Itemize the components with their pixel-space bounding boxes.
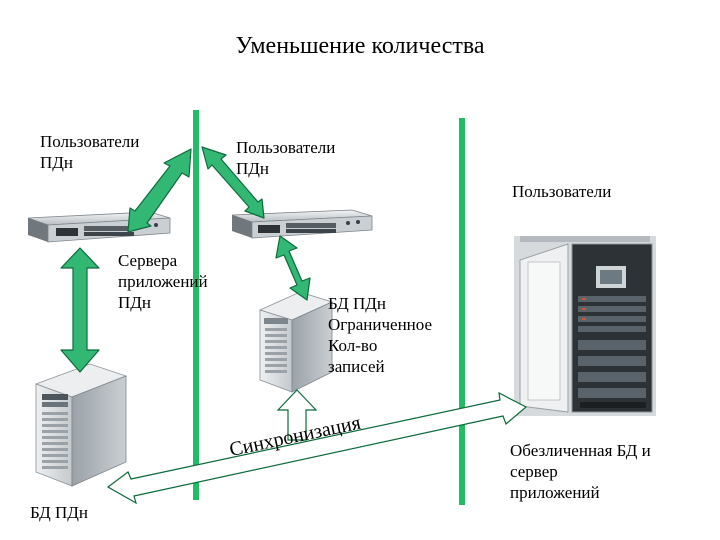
diagram-title: Уменьшение количества (235, 33, 485, 59)
up-arrow-icon (276, 389, 318, 441)
tower-server-icon (258, 291, 334, 393)
label-db-limited: БД ПДн Ограниченное Кол-во записей (328, 294, 433, 376)
label-users-right: Пользователи (512, 182, 612, 201)
label-app-servers: Сервера приложений ПДн (118, 251, 208, 312)
label-users-left: Пользователи ПДн (40, 132, 140, 172)
rack-server-icon (231, 209, 373, 239)
tower-server-icon (34, 363, 128, 487)
label-db-main: БД ПДн (30, 503, 88, 522)
server-cabinet-icon (514, 236, 656, 416)
label-users-middle: Пользователи ПДн (236, 138, 336, 178)
double-arrow-icon (275, 235, 311, 301)
label-anonymized-db: Обезличенная БД и сервер приложений (510, 441, 651, 502)
double-arrow-icon (201, 146, 265, 219)
double-arrow-icon (60, 247, 100, 373)
double-arrow-icon (127, 148, 192, 233)
sync-double-arrow-icon (106, 391, 528, 505)
